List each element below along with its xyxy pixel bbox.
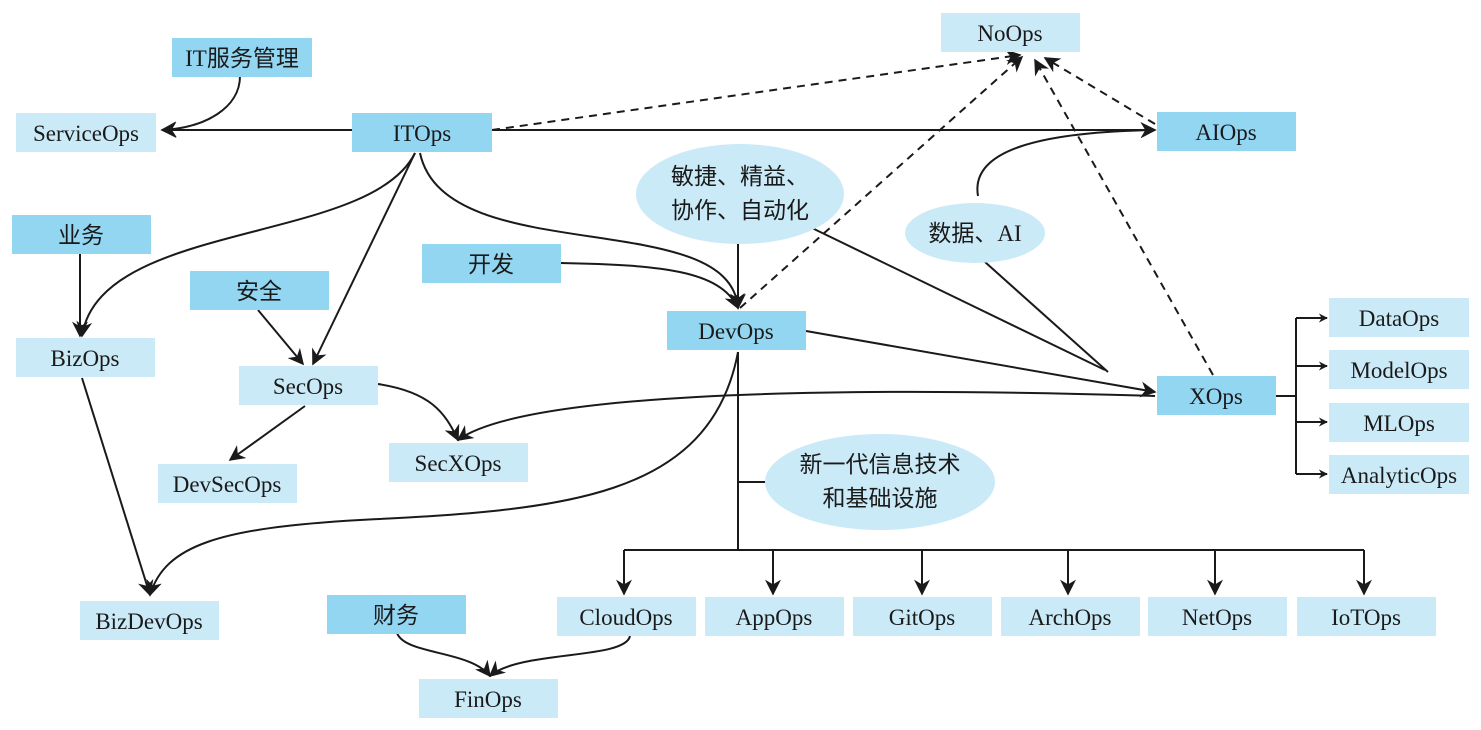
edge-aiops-noops	[1043, 57, 1156, 125]
node-cloudops: CloudOps	[557, 597, 696, 636]
node-iotops: IoTOps	[1297, 597, 1436, 636]
ellipse-agile-line1: 敏捷、精益、	[671, 164, 809, 189]
node-development-label: 开发	[468, 252, 514, 277]
edge-itservice-serviceops	[160, 75, 241, 138]
node-finance: 财务	[327, 595, 466, 634]
edge-bizops-bizdevops	[81, 377, 154, 597]
node-cloudops-label: CloudOps	[579, 605, 672, 630]
node-gitops-label: GitOps	[889, 605, 956, 630]
node-noops-label: NoOps	[977, 21, 1042, 46]
ellipse-infrastructure: 新一代信息技术 和基础设施	[765, 434, 995, 530]
node-bizdevops-label: BizDevOps	[95, 609, 202, 634]
edge-secops-devsecops	[228, 405, 306, 461]
ellipse-agile-lean: 敏捷、精益、 协作、自动化	[636, 144, 844, 244]
edge-devops-bizdevops	[146, 351, 739, 597]
node-xops-label: XOps	[1189, 384, 1243, 409]
edge-itops-bizops	[76, 152, 416, 338]
node-devsecops-label: DevSecOps	[173, 472, 282, 497]
node-itops-label: ITOps	[393, 121, 451, 146]
node-secxops-label: SecXOps	[415, 451, 502, 476]
node-finops-label: FinOps	[454, 687, 522, 712]
edge-agile-xops	[811, 227, 1106, 371]
node-business: 业务	[12, 215, 151, 254]
edge-devops-noops	[739, 55, 1024, 309]
node-bizops: BizOps	[16, 338, 155, 377]
edge-secops-secxops	[377, 383, 460, 442]
node-finops: FinOps	[419, 679, 558, 718]
node-appops: AppOps	[705, 597, 844, 636]
node-it-service-mgmt: IT服务管理	[172, 38, 312, 77]
node-netops-label: NetOps	[1182, 605, 1252, 630]
node-xops: XOps	[1157, 376, 1276, 415]
edge-itops-noops	[491, 49, 1022, 131]
node-analyticops-label: AnalyticOps	[1341, 463, 1457, 488]
node-appops-label: AppOps	[736, 605, 813, 630]
node-mlops: MLOps	[1329, 403, 1469, 442]
node-aiops: AIOps	[1157, 112, 1296, 151]
edge-development-devops	[559, 262, 740, 310]
ellipse-data-ai: 数据、AI	[905, 203, 1045, 263]
edge-cloudops-finops	[488, 635, 631, 678]
node-devops-label: DevOps	[698, 319, 773, 344]
ellipse-infra-line1: 新一代信息技术	[800, 452, 961, 477]
node-secops: SecOps	[239, 366, 378, 405]
node-devops: DevOps	[667, 311, 806, 350]
node-archops-label: ArchOps	[1028, 605, 1111, 630]
node-aiops-label: AIOps	[1195, 120, 1256, 145]
node-bizdevops: BizDevOps	[80, 601, 219, 640]
edges	[72, 49, 1372, 678]
node-finance-label: 财务	[373, 603, 419, 628]
node-security: 安全	[190, 271, 329, 310]
ellipse-data-ai-label: 数据、AI	[928, 221, 1021, 246]
node-secops-label: SecOps	[273, 374, 343, 399]
ellipse-infra-line2: 和基础设施	[823, 486, 938, 511]
node-netops: NetOps	[1148, 597, 1287, 636]
edge-itops-secops	[312, 152, 416, 366]
edge-xops-secxops	[456, 390, 1156, 441]
edge-xops-branch	[1276, 318, 1297, 474]
node-analyticops: AnalyticOps	[1329, 455, 1469, 494]
edge-finance-finops	[396, 632, 491, 678]
node-modelops-label: ModelOps	[1350, 358, 1447, 383]
node-it-service-mgmt-label: IT服务管理	[185, 46, 299, 71]
edge-data-ai-aiops	[976, 122, 1157, 197]
edge-data-ai-xops	[984, 261, 1109, 373]
node-security-label: 安全	[236, 279, 282, 304]
node-serviceops: ServiceOps	[16, 113, 156, 152]
edge-xops-noops	[1034, 58, 1214, 376]
node-modelops: ModelOps	[1329, 350, 1469, 389]
edge-itops-devops	[419, 152, 745, 310]
node-gitops: GitOps	[853, 597, 992, 636]
edge-devops-infra-trunk	[624, 352, 1364, 551]
node-archops: ArchOps	[1001, 597, 1140, 636]
node-business-label: 业务	[58, 223, 104, 248]
node-development: 开发	[422, 244, 561, 283]
node-serviceops-label: ServiceOps	[33, 121, 139, 146]
node-secxops: SecXOps	[389, 443, 528, 482]
node-bizops-label: BizOps	[51, 346, 120, 371]
node-dataops: DataOps	[1329, 298, 1469, 337]
node-noops: NoOps	[941, 13, 1080, 52]
node-mlops-label: MLOps	[1363, 411, 1435, 436]
node-itops: ITOps	[352, 113, 492, 152]
node-devsecops: DevSecOps	[158, 464, 297, 503]
node-dataops-label: DataOps	[1359, 306, 1440, 331]
node-iotops-label: IoTOps	[1331, 605, 1401, 630]
ellipse-agile-line2: 协作、自动化	[671, 198, 809, 223]
edge-security-secops	[257, 309, 305, 366]
edge-devops-xops	[805, 330, 1157, 398]
